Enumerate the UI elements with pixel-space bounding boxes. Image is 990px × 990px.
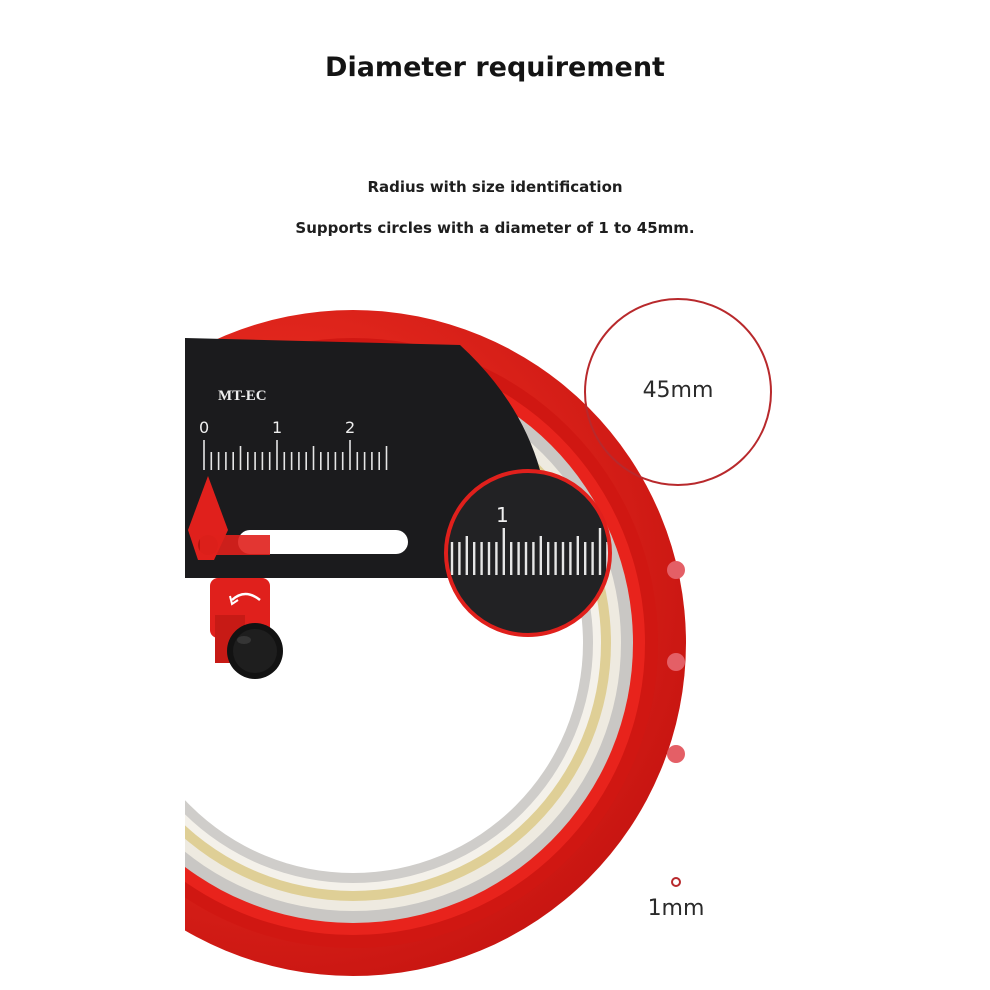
scale-label-1: 1	[272, 418, 282, 437]
max-diameter-label: 45mm	[642, 378, 714, 403]
scale-ticks	[203, 440, 388, 470]
page-title: Diameter requirement	[325, 52, 665, 83]
size-dot-1	[667, 561, 685, 579]
scale-label-2: 2	[345, 418, 355, 437]
product-illustration: MT-EC 0 1 2 1	[185, 310, 686, 976]
slider-slot	[238, 530, 408, 554]
max-diameter-circle	[584, 298, 772, 486]
size-dot-3	[667, 745, 685, 763]
brand-label: MT-EC	[218, 388, 267, 404]
scale-label-0: 0	[199, 418, 209, 437]
subtitle-diameter-range: Supports circles with a diameter of 1 to…	[295, 219, 695, 237]
min-diameter-label: 1mm	[647, 896, 705, 921]
min-diameter-circle	[671, 877, 681, 887]
zoom-scale-label: 1	[496, 503, 509, 527]
black-scale-plate	[185, 338, 540, 578]
subtitle-radius: Radius with size identification	[367, 178, 623, 196]
size-dot-2	[667, 653, 685, 671]
zoom-lens: 1	[446, 471, 610, 635]
